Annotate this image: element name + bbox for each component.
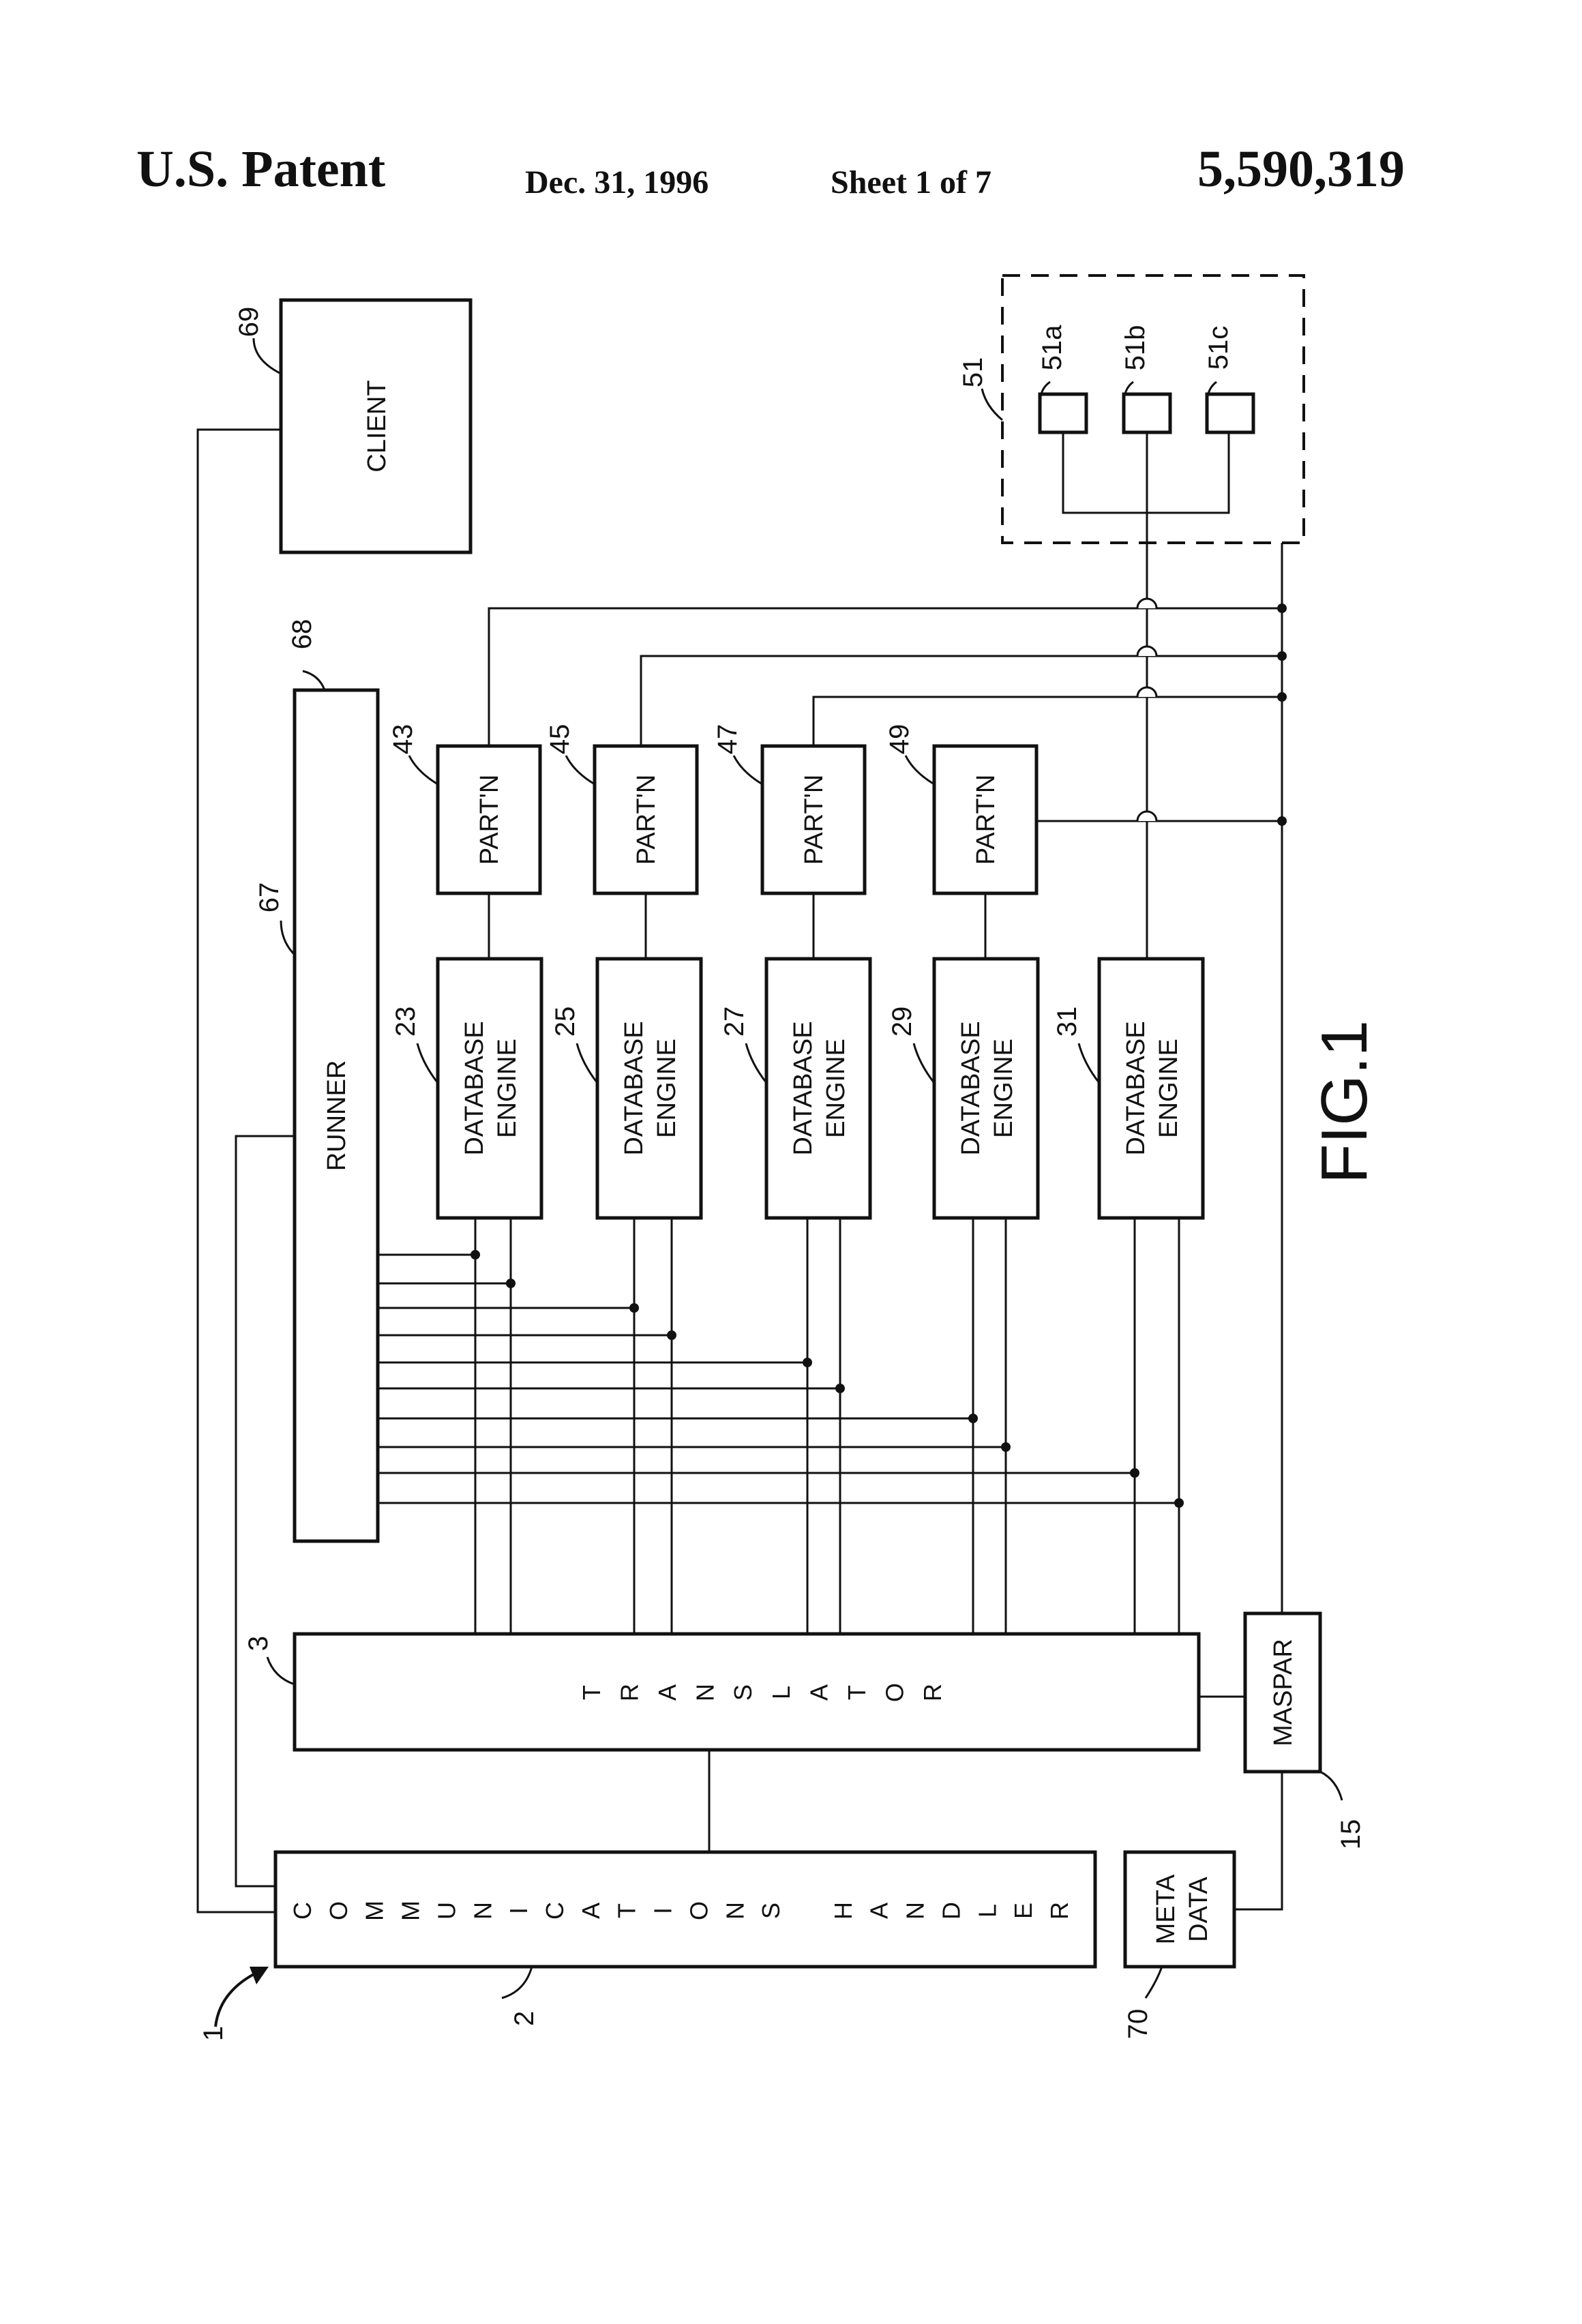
database-engine-box-27 — [766, 959, 870, 1218]
label-letter: T — [613, 1903, 641, 1918]
communications-handler-label: COMMUNICATIONSHANDLER — [288, 1901, 1073, 1921]
label-letter: N — [691, 1684, 719, 1701]
database-engine-23-line1: DATABASE — [460, 1021, 489, 1155]
ref-partition-45: 45 — [545, 724, 575, 755]
label-letter: S — [757, 1903, 785, 1919]
client-label: CLIENT — [363, 380, 391, 472]
ref-database-engine-25: 25 — [550, 1007, 580, 1037]
ref-database-engine-23: 23 — [391, 1007, 421, 1037]
database-engine-27-line1: DATABASE — [789, 1021, 818, 1155]
database-engine-29-line1: DATABASE — [957, 1021, 985, 1155]
partition-label-49: PART'N — [972, 775, 1000, 865]
label-letter: M — [397, 1901, 425, 1921]
partition-label-47: PART'N — [800, 775, 829, 865]
label-letter: C — [288, 1902, 316, 1920]
database-engine-23-line2: ENGINE — [493, 1039, 522, 1138]
database-engine-box-23 — [438, 959, 541, 1218]
label-letter: N — [901, 1902, 929, 1920]
ref-meta-data-70: 70 — [1123, 2009, 1153, 2040]
label-letter: E — [1009, 1903, 1037, 1919]
label-letter: N — [721, 1902, 749, 1920]
ref-runner-67: 67 — [254, 882, 284, 913]
partition-label-45: PART'N — [632, 775, 661, 865]
database-engine-25-line2: ENGINE — [653, 1039, 681, 1138]
ref-communications-handler-2: 2 — [509, 2011, 539, 2026]
maspar-label: MASPAR — [1269, 1639, 1298, 1746]
storage-unit-51c — [1207, 394, 1253, 432]
partition-label-43: PART'N — [475, 775, 504, 865]
database-engine-box-29 — [934, 959, 1038, 1218]
label-letter: R — [616, 1684, 644, 1701]
label-letter: H — [829, 1902, 857, 1920]
label-letter: T — [578, 1685, 606, 1700]
database-engine-31-line1: DATABASE — [1122, 1021, 1150, 1155]
label-letter: U — [432, 1902, 460, 1920]
label-letter: O — [880, 1683, 908, 1702]
ref-storage-51b: 51b — [1120, 325, 1150, 371]
ref-system-1: 1 — [198, 2026, 228, 2041]
label-letter: A — [805, 1684, 833, 1701]
label-letter: D — [937, 1902, 965, 1920]
ref-database-engine-29: 29 — [887, 1007, 917, 1037]
label-letter: L — [767, 1686, 795, 1699]
ref-translator-3: 3 — [243, 1636, 273, 1651]
database-engine-27-line2: ENGINE — [822, 1039, 850, 1138]
storage-unit-51b — [1124, 394, 1170, 432]
runner-label: RUNNER — [323, 1060, 351, 1172]
label-letter: T — [843, 1685, 871, 1700]
label-letter: R — [1045, 1902, 1073, 1920]
label-letter: A — [577, 1903, 605, 1919]
ref-partition-49: 49 — [884, 724, 914, 755]
label-letter: I — [505, 1907, 533, 1914]
label-letter: A — [653, 1684, 681, 1701]
ref-partition-43: 43 — [388, 724, 418, 755]
ref-storage-51: 51 — [958, 357, 988, 388]
translator-label: TRANSLATOR — [578, 1683, 946, 1702]
database-engine-25-line1: DATABASE — [620, 1021, 648, 1155]
system-arrow — [215, 1972, 258, 2027]
meta-data-line2: DATA — [1184, 1877, 1213, 1942]
figure-caption: FIG.1 — [1308, 1020, 1381, 1184]
storage-unit-51a — [1040, 394, 1086, 432]
ref-database-engine-27: 27 — [719, 1007, 749, 1037]
storage-group-box — [1002, 275, 1304, 543]
database-engine-29-line2: ENGINE — [989, 1039, 1018, 1138]
ref-maspar-15: 15 — [1336, 1819, 1366, 1850]
label-letter: S — [729, 1684, 757, 1701]
ref-storage-51a: 51a — [1037, 325, 1067, 370]
label-letter: O — [325, 1901, 353, 1920]
label-letter: N — [468, 1902, 496, 1920]
database-engine-box-31 — [1099, 959, 1203, 1218]
label-letter: R — [919, 1684, 946, 1701]
label-letter: I — [649, 1907, 677, 1914]
label-letter: M — [361, 1901, 389, 1921]
label-letter: C — [541, 1902, 569, 1920]
ref-runner-68: 68 — [287, 619, 317, 650]
label-letter: A — [865, 1903, 893, 1919]
meta-data-line1: META — [1152, 1874, 1180, 1944]
ref-storage-51c: 51c — [1204, 326, 1234, 370]
ref-database-engine-31: 31 — [1052, 1007, 1082, 1037]
database-engine-31-line2: ENGINE — [1154, 1039, 1183, 1138]
database-engine-box-25 — [597, 959, 701, 1218]
label-letter: L — [973, 1904, 1001, 1918]
ref-client-69: 69 — [234, 307, 264, 338]
label-letter: O — [685, 1901, 713, 1920]
ref-partition-47: 47 — [713, 724, 743, 755]
